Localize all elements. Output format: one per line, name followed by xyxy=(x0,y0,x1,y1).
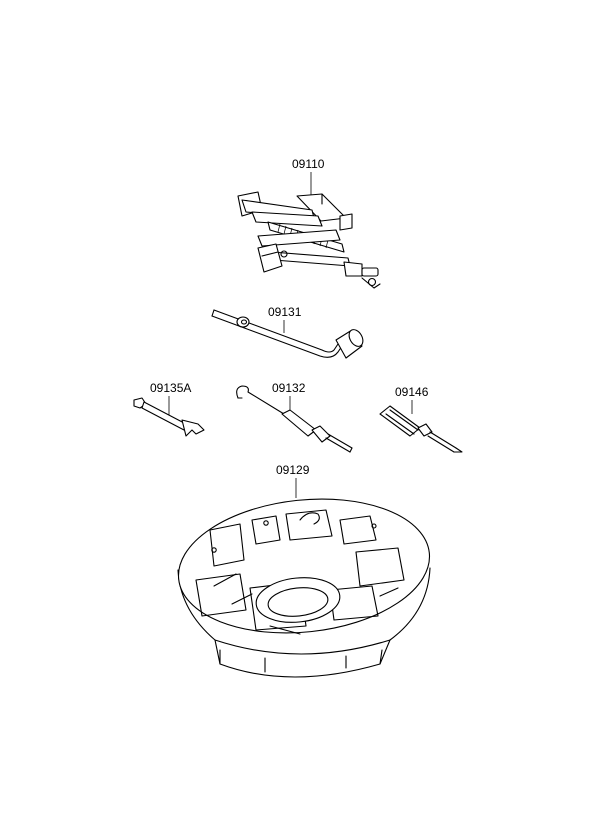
part-09110[interactable]: 09110 xyxy=(237,157,381,289)
screwdriver-icon xyxy=(379,405,463,453)
part-label-09135A: 09135A xyxy=(150,381,191,395)
part-09146[interactable]: 09146 xyxy=(379,385,463,453)
scissor-jack-icon xyxy=(237,191,381,289)
tool-tray-icon xyxy=(177,498,431,678)
part-09135A[interactable]: 09135A xyxy=(133,381,205,437)
part-label-09131: 09131 xyxy=(268,305,302,319)
part-label-09146: 09146 xyxy=(395,385,429,399)
open-end-wrench-icon xyxy=(133,397,205,437)
part-label-09129: 09129 xyxy=(276,463,310,477)
part-label-09132: 09132 xyxy=(272,381,306,395)
hook-rod-icon xyxy=(236,385,353,453)
jack-handle-icon xyxy=(211,309,364,359)
part-09132[interactable]: 09132 xyxy=(236,381,353,453)
part-09129[interactable]: 09129 xyxy=(172,463,436,678)
part-09131[interactable]: 09131 xyxy=(211,305,366,359)
part-label-09110: 09110 xyxy=(292,157,325,171)
